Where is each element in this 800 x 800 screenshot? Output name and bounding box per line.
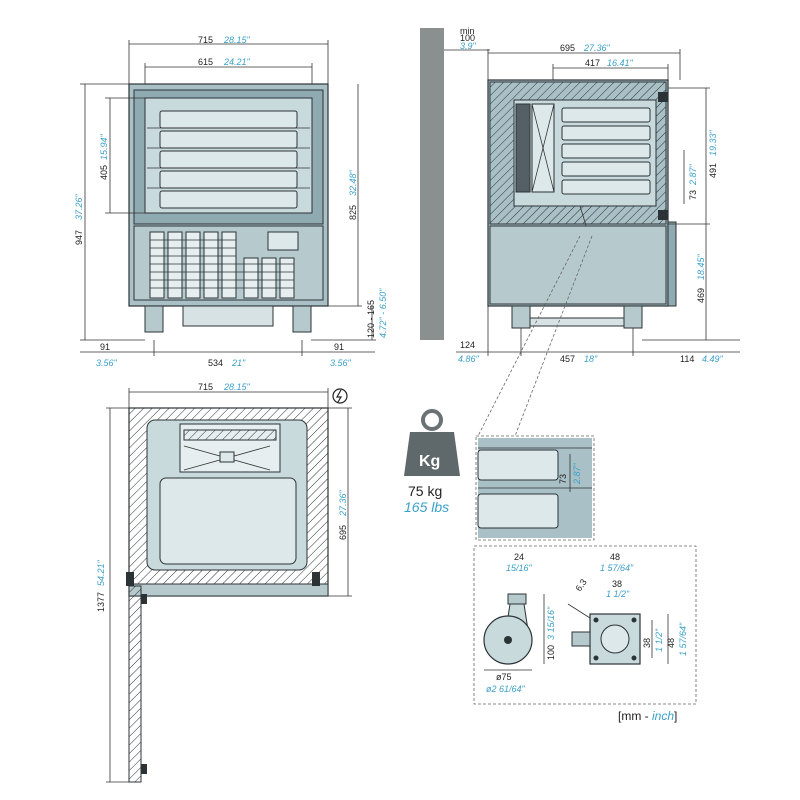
top-width-in: 28.15" [223,382,251,392]
weight-icon-label: Kg [419,453,440,470]
caster-detail: 24 15/16" ø75 ø2 61/64" 100 3 15/16" 48 … [473,545,697,705]
side-front-offset: 124 [460,340,475,350]
caster-plate-outer-in: 1 57/64" [600,563,634,573]
tray-detail: 73 2.87" [475,435,595,541]
front-center: 534 [208,358,223,368]
caster-plate-inner-in: 1 1/2" [606,589,630,599]
weight-lbs: 165 lbs [404,499,449,515]
caster-plate-inner: 38 [612,579,622,589]
side-inner-depth-in: 16.41" [607,58,634,68]
caster-wheel-dia: ø75 [496,672,512,682]
caster-wheel-width: 24 [514,552,524,562]
top-depth-in: 27.36" [338,489,348,517]
side-depth-in: 27.36" [583,43,611,53]
top-door-swing: 1377 [96,592,106,612]
caster-side-outer: 48 [666,638,676,648]
front-left-margin: 91 [100,342,110,352]
open-door [128,585,142,783]
detail-pitch-in: 2.87" [572,462,582,485]
front-width: 715 [198,35,213,45]
caster-side-inner: 38 [642,638,652,648]
side-wall-min: 100 [460,33,475,43]
caster-wheel-height: 100 [546,645,556,660]
side-inner-depth: 417 [585,58,600,68]
units-close: ] [674,709,677,723]
front-upper-height-in: 32.48" [348,169,358,196]
caster-wheel-width-in: 15/16" [506,563,533,573]
top-view: 715 28.15" 695 27.36" 1377 54.21 [96,382,352,783]
front-inner-width-in: 24.21" [223,57,251,67]
front-view: 715 28.15" 615 24.21" [74,35,388,368]
lightning-bolt-icon [332,388,348,404]
front-center-in: 21" [231,358,246,368]
caster-hole: 6.3 [573,577,588,593]
caster-side-outer-in: 1 57/64" [678,622,688,656]
side-view: min 100 3.9" 695 27.36" 417 16.41" [420,26,740,364]
side-feet-span: 457 [560,354,575,364]
caster-wheel-height-in: 3 15/16" [546,606,556,640]
side-depth: 695 [560,43,575,53]
detail-pitch: 73 [558,474,568,484]
top-depth: 695 [338,525,348,540]
side-wall-min-label: min [460,26,475,36]
front-right-margin: 91 [334,342,344,352]
side-feet-span-in: 18" [584,354,598,364]
side-lower-height: 469 [696,288,706,303]
side-pitch: 73 [688,190,698,200]
side-lower-height-in: 18.45" [696,253,706,280]
front-inner-height-in: 15.94" [99,133,109,160]
side-front-offset-in: 4.86" [458,354,480,364]
front-inner-height: 405 [99,165,109,180]
front-feet-height: 120 - 165 [366,300,376,338]
front-feet-height-in: 4.72" - 6.50" [378,288,388,338]
top-door-swing-in: 54.21" [96,559,106,586]
units-open: [mm - [618,709,652,723]
caster-side-inner-in: 1 1/2" [654,628,664,652]
side-pitch-in: 2.87" [688,163,698,186]
front-right-margin-in: 3.56" [330,358,352,368]
side-cavity-height-in: 19.33" [708,129,718,156]
units-label: [mm - inch] [618,709,677,723]
front-width-in: 28.15" [223,35,251,45]
top-width: 715 [198,382,213,392]
weight-kg: 75 kg [408,483,442,499]
caster-wheel-dia-in: ø2 61/64" [486,684,526,694]
side-cavity-height: 491 [708,163,718,178]
front-height-in: 37.26" [74,193,84,220]
side-rear-offset-in: 4.49" [702,354,724,364]
front-upper-height: 825 [348,205,358,220]
side-wall-min-in: 3.9" [460,41,477,51]
front-height: 947 [74,230,84,245]
caster-plate-outer: 48 [610,552,620,562]
weight-block: Kg 75 kg 165 lbs [404,409,460,515]
units-inch: inch [652,709,674,723]
front-inner-width: 615 [198,57,213,67]
weight-icon [421,409,443,431]
wall [420,28,444,340]
side-rear-offset: 114 [680,354,694,364]
front-left-margin-in: 3.56" [96,358,118,368]
